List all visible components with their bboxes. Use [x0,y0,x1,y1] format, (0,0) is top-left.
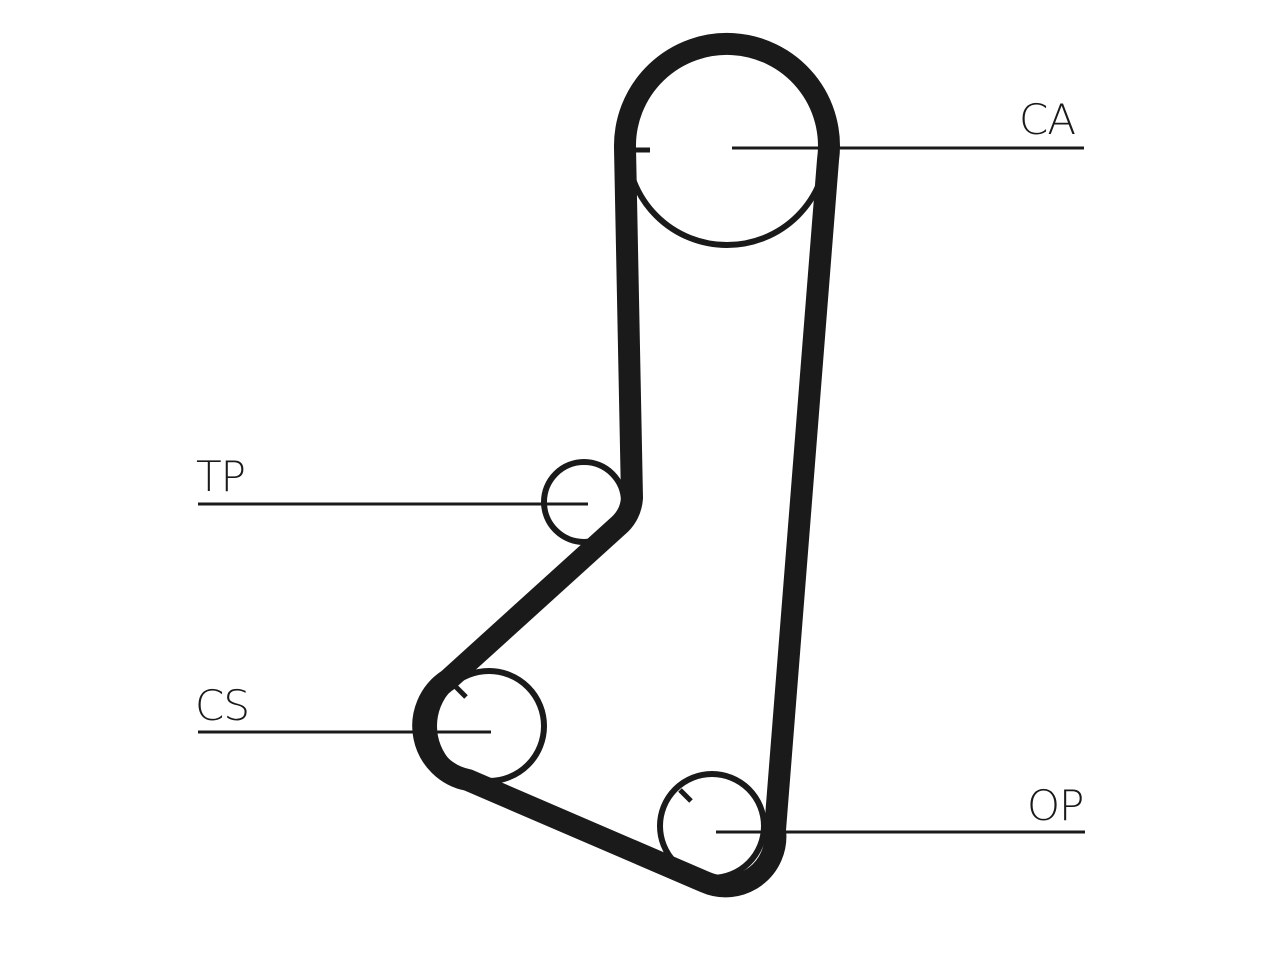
camshaft-pulley [624,42,830,248]
tensioner-label: TP [196,452,246,501]
crankshaft-label: CS [195,681,250,730]
tensioner-pulley [541,459,627,545]
camshaft-label: CA [1019,95,1076,144]
crankshaft-timing-mark [453,684,468,699]
oil-pump-label: OP [1027,781,1084,830]
crankshaft-pulley [431,668,547,784]
timing-belt [412,32,840,898]
oil-pump-timing-mark [678,788,693,803]
oil-pump-pulley [657,771,767,881]
